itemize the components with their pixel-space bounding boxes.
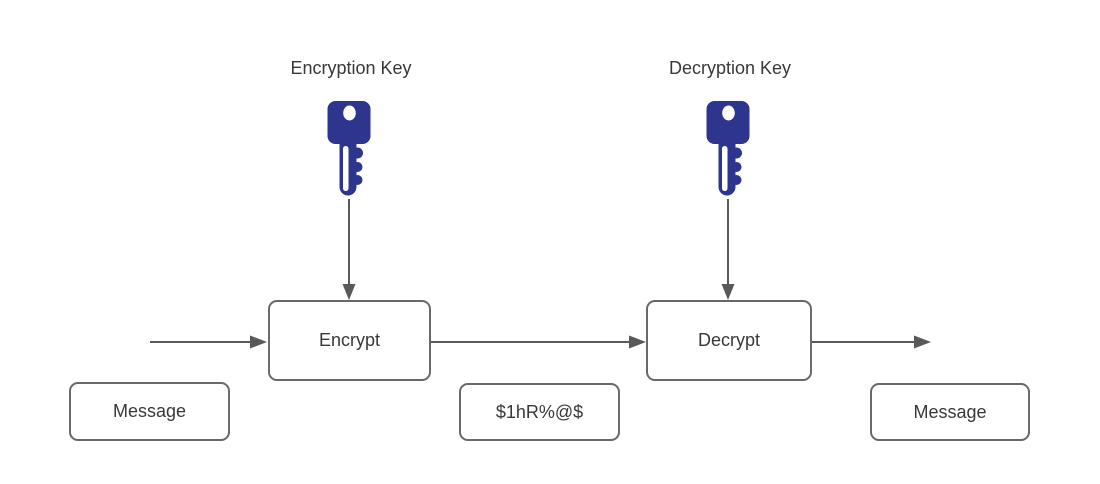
arrow-decrypt-to-message <box>812 335 931 349</box>
arrow-decryption-key-to-decrypt <box>721 199 735 300</box>
encrypt-box: Encrypt <box>268 300 431 381</box>
decryption-key-label: Decryption Key <box>668 58 792 78</box>
encrypt-box-label: Encrypt <box>318 330 381 350</box>
decrypt-box: Decrypt <box>646 300 812 381</box>
encryption-key-icon <box>327 101 371 196</box>
ciphertext-box: $1hR%@$ <box>459 383 620 441</box>
output-message-box: Message <box>870 383 1030 441</box>
decrypt-box-label: Decrypt <box>697 330 760 350</box>
output-message-label: Message <box>913 401 987 422</box>
ciphertext-label: $1hR%@$ <box>495 401 584 422</box>
encryption-key-label: Encryption Key <box>290 58 412 78</box>
arrow-encryption-key-to-encrypt <box>342 199 356 300</box>
input-message-box: Message <box>69 382 230 441</box>
arrow-message-to-encrypt <box>150 335 267 349</box>
input-message-label: Message <box>112 401 187 421</box>
arrow-encrypt-to-decrypt <box>431 335 646 349</box>
decryption-key-icon <box>706 101 750 196</box>
